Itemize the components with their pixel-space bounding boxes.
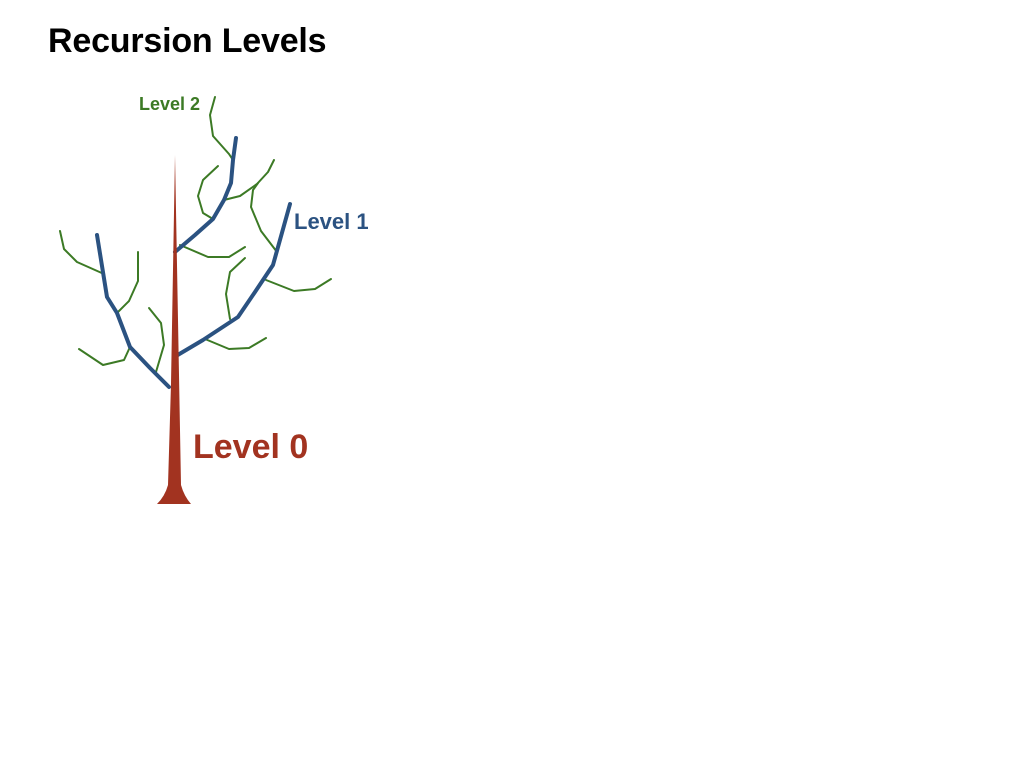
level-2-branch — [225, 257, 246, 320]
level-2-branch — [209, 96, 234, 161]
level-1-branches — [95, 136, 292, 389]
level-0-trunk — [157, 155, 191, 504]
level-2-branch — [78, 346, 131, 366]
level-1-label: Level 1 — [294, 209, 369, 234]
level-2-branch — [197, 165, 219, 220]
level-2-branch — [148, 307, 165, 373]
level-2-branch — [204, 337, 267, 350]
level-1-branch — [173, 136, 238, 254]
level-2-branch — [116, 251, 139, 314]
level-2-branch — [265, 278, 332, 292]
level-2-label: Level 2 — [139, 94, 201, 114]
level-2-branch — [250, 182, 278, 266]
level-0-label: Level 0 — [193, 428, 309, 466]
slide-title: Recursion Levels — [48, 22, 327, 60]
level-1-branch — [174, 202, 292, 358]
level-1-branch — [95, 233, 171, 389]
level-2-branch — [179, 244, 246, 258]
